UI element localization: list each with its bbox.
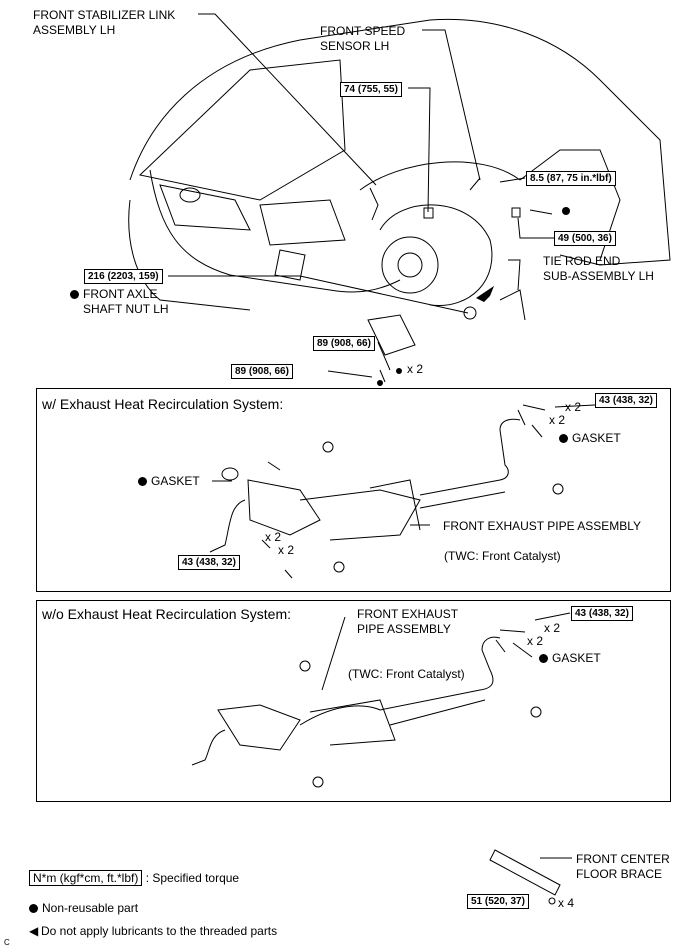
exhaust-without-ehr-illustration	[191, 629, 542, 788]
torque-8-5: 8.5 (87, 75 in.*lbf)	[526, 171, 616, 186]
corner-code: C	[4, 938, 10, 947]
legend-torque: N*m (kgf*cm, ft.*lbf) : Specified torque	[29, 870, 240, 886]
multiplier-x4: x 4	[558, 896, 575, 910]
torque-74: 74 (755, 55)	[340, 82, 402, 97]
legend-nonreusable: Non-reusable part	[29, 901, 138, 916]
torque-51: 51 (520, 37)	[467, 894, 529, 909]
multiplier-x2-p2-b: x 2	[527, 634, 544, 648]
torque-216: 216 (2203, 159)	[84, 269, 163, 284]
torque-43-p1-bottom: 43 (438, 32)	[178, 555, 240, 570]
multiplier-x2-p1-a: x 2	[565, 400, 582, 414]
multiplier-x2-vehicle: x 2	[407, 362, 424, 376]
nonreusable-dot-icon	[138, 477, 147, 486]
torque-43-p2: 43 (438, 32)	[571, 606, 633, 621]
no-lubricant-arrow-mark	[476, 286, 494, 302]
floor-brace-illustration	[489, 849, 561, 896]
nonreusable-dot-mark	[562, 207, 570, 215]
nonreusable-dot-icon	[70, 290, 79, 299]
multiplier-x2-p1-c: x 2	[265, 530, 282, 544]
label-gasket-p1-right: GASKET	[559, 431, 621, 446]
panel-without-ehr-title: w/o Exhaust Heat Recirculation System:	[42, 606, 291, 622]
multiplier-x2-p1-b: x 2	[549, 413, 566, 427]
label-gasket-p1-left: GASKET	[138, 474, 200, 489]
panel-without-ehr	[36, 600, 671, 802]
multiplier-x2-p1-d: x 2	[278, 543, 295, 557]
label-front-axle-nut: FRONT AXLE SHAFT NUT LH	[70, 287, 169, 317]
legend-torque-box: N*m (kgf*cm, ft.*lbf)	[29, 870, 143, 886]
nonreusable-dot-icon	[29, 904, 38, 913]
label-twc-p1: (TWC: Front Catalyst)	[444, 549, 561, 563]
torque-89-b: 89 (908, 66)	[231, 364, 293, 379]
label-twc-p2: (TWC: Front Catalyst)	[348, 667, 465, 681]
nonreusable-dot-icon	[539, 654, 548, 663]
arrow-left-icon: ◀	[29, 924, 39, 938]
torque-49: 49 (500, 36)	[554, 231, 616, 246]
vehicle-front-illustration	[128, 18, 671, 383]
nonreusable-dot-icon	[559, 434, 568, 443]
label-front-exhaust-pipe-p1: FRONT EXHAUST PIPE ASSEMBLY	[443, 519, 642, 533]
panel-with-ehr-title: w/ Exhaust Heat Recirculation System:	[42, 396, 284, 412]
legend-torque-desc: : Specified torque	[145, 871, 240, 885]
torque-89-a: 89 (908, 66)	[313, 336, 375, 351]
multiplier-x2-p2-a: x 2	[544, 621, 561, 635]
label-gasket-p2: GASKET	[539, 651, 601, 666]
torque-43-p1-top: 43 (438, 32)	[595, 393, 657, 408]
exhaust-with-ehr-illustration	[209, 404, 564, 579]
legend-no-lubricant: ◀Do not apply lubricants to the threaded…	[29, 924, 278, 938]
panel-with-ehr	[36, 388, 671, 592]
